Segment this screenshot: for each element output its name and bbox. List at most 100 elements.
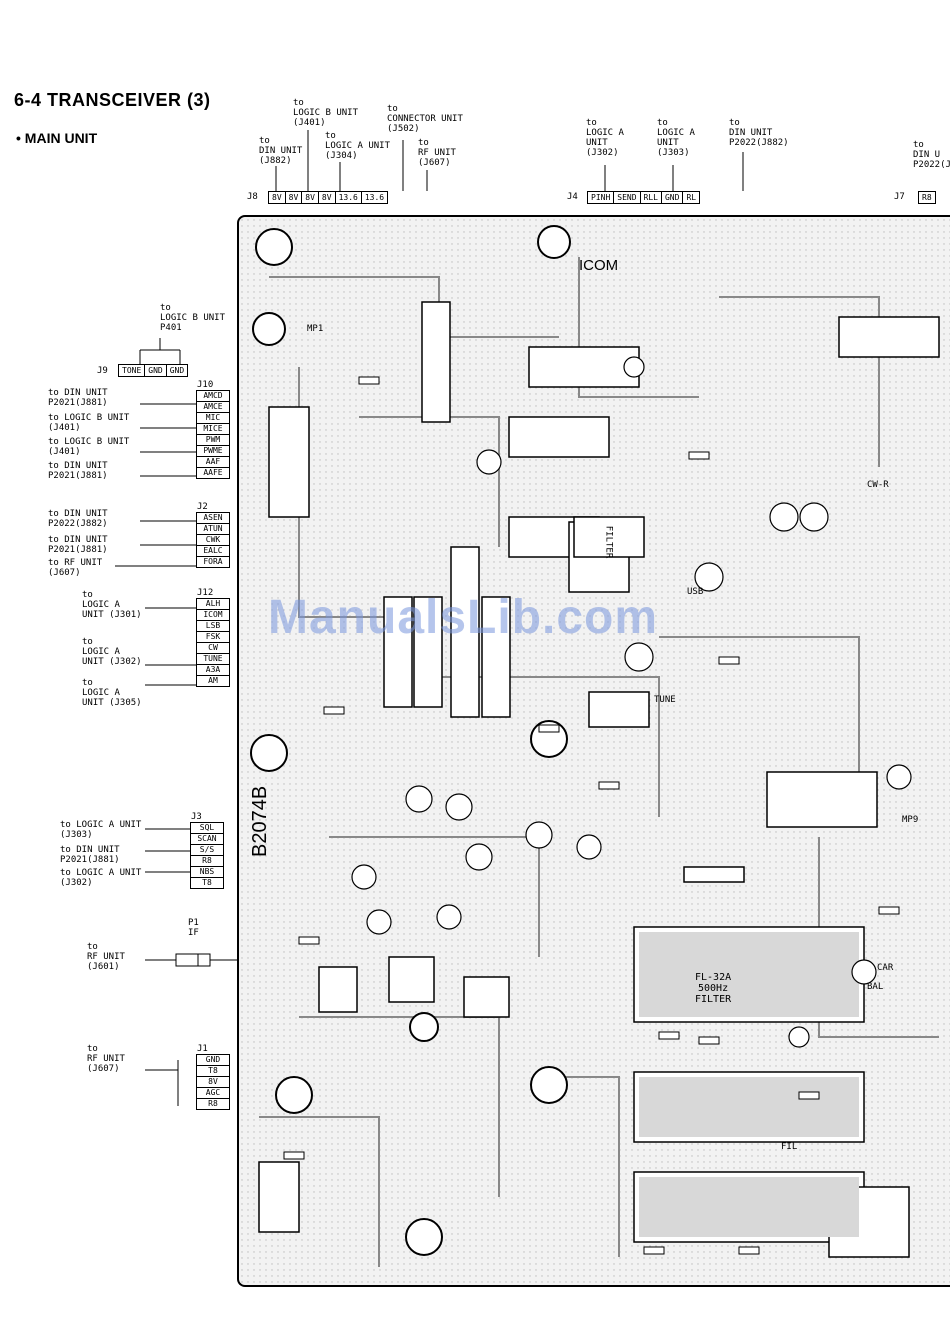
label-logic-a-j302: to LOGIC A UNIT (J302): [586, 118, 624, 158]
fil-label: FIL: [781, 1142, 798, 1152]
j12-pin: ICOM: [197, 610, 229, 621]
label-logic-a-j301: to LOGIC A UNIT (J301): [82, 590, 142, 620]
tune-label: TUNE: [654, 695, 676, 705]
label-logic-b-j401-b: to LOGIC B UNIT (J401): [48, 437, 130, 457]
filter-label-2: FILTER: [603, 525, 614, 559]
label-logic-b-j401-a: to LOGIC B UNIT (J401): [48, 413, 130, 433]
j10-pin: PWME: [197, 446, 229, 457]
label-connector-j502: to CONNECTOR UNIT (J502): [387, 104, 463, 134]
label-rf-j607-b: to RF UNIT (J607): [87, 1044, 125, 1074]
connector-j12: ALH ICOM LSB FSK CW TUNE A3A AM: [196, 598, 230, 687]
j10-name: J10: [197, 380, 214, 390]
j12-pin: TUNE: [197, 654, 229, 665]
j10-pin: AAFE: [203, 468, 223, 477]
j4-pin: SEND: [614, 192, 641, 203]
brand-logo: ICOM: [579, 257, 619, 274]
j10-pin: AMCD: [197, 391, 229, 402]
j4-pin: RLL: [641, 192, 662, 203]
label-logic-a-j302-c: to LOGIC A UNIT (J302): [60, 868, 142, 888]
label-logic-a-j304: to LOGIC A UNIT (J304): [325, 131, 391, 161]
j4-pin: GND: [662, 192, 684, 203]
j1-pin: GND: [197, 1055, 229, 1066]
j12-pin: ALH: [197, 599, 229, 610]
label-p1-if: P1 IF: [188, 918, 199, 938]
j8-pin: 8V: [302, 192, 319, 203]
j3-pin: R8: [191, 856, 223, 867]
car-label: CAR: [877, 963, 894, 973]
j2-name: J2: [197, 502, 208, 512]
label-din-right: to DIN U P2022(J: [913, 140, 950, 170]
j9-pin: GND: [145, 365, 167, 376]
j9-pin: TONE: [119, 365, 146, 376]
connector-j4: PINH SEND RLL GND RL: [587, 191, 701, 204]
connector-j1: GND T8 8V AGC R8: [196, 1054, 230, 1110]
j2-pin: ASEN: [197, 513, 229, 524]
j7-pin: R8: [922, 193, 932, 202]
j4-name: J4: [567, 192, 578, 202]
label-din-j881-b: to DIN UNIT P2021(J881): [48, 461, 108, 481]
j8-name: J8: [247, 192, 258, 202]
label-logic-b-p401: to LOGIC B UNIT P401: [160, 303, 226, 333]
connector-j10: AMCD AMCE MIC MICE PWM PWME AAF AAFE: [196, 390, 230, 479]
label-logic-a-j303: to LOGIC A UNIT (J303): [657, 118, 695, 158]
connector-j7: R8: [918, 191, 936, 204]
j12-pin: CW: [197, 643, 229, 654]
label-logic-b-j401: to LOGIC B UNIT (J401): [293, 98, 359, 128]
label-din-j882: to DIN UNIT (J882): [259, 136, 303, 166]
bal-label: BAL: [867, 982, 884, 992]
j10-pin: AMCE: [197, 402, 229, 413]
j4-pin: RL: [686, 193, 697, 202]
j9-pin: GND: [169, 366, 185, 375]
j3-name: J3: [191, 812, 202, 822]
label-rf-j607-a: to RF UNIT (J607): [48, 558, 103, 578]
j2-pin: EALC: [197, 546, 229, 557]
j8-pin: 8V: [286, 192, 303, 203]
j8-pin: 13.6: [364, 193, 385, 202]
pcb-layout: [239, 217, 950, 1285]
j7-name: J7: [894, 192, 905, 202]
j1-pin: R8: [208, 1099, 218, 1108]
connector-j3: SQL SCAN S/S R8 NBS T8: [190, 822, 224, 889]
j1-pin: 8V: [197, 1077, 229, 1088]
j12-pin: A3A: [197, 665, 229, 676]
j3-pin: SCAN: [191, 834, 223, 845]
j3-pin: S/S: [191, 845, 223, 856]
label-logic-a-j302-b: to LOGIC A UNIT (J302): [82, 637, 142, 667]
j8-pin: 8V: [269, 192, 286, 203]
cwr-label: CW-R: [867, 480, 889, 490]
j1-pin: AGC: [197, 1088, 229, 1099]
j3-pin: SQL: [191, 823, 223, 834]
label-din-j881-c: to DIN UNIT P2021(J881): [48, 535, 108, 555]
connector-j2: ASEN ATUN CWK EALC FORA: [196, 512, 230, 568]
j10-pin: MICE: [197, 424, 229, 435]
j2-pin: ATUN: [197, 524, 229, 535]
j9-name: J9: [97, 366, 108, 376]
j12-pin: LSB: [197, 621, 229, 632]
label-din-p2022: to DIN UNIT P2022(J882): [729, 118, 789, 148]
page-subtitle: • MAIN UNIT: [16, 130, 98, 146]
j4-pin: PINH: [588, 192, 615, 203]
j3-pin: NBS: [191, 867, 223, 878]
label-din-j881-a: to DIN UNIT P2021(J881): [48, 388, 108, 408]
j12-pin: AM: [208, 676, 218, 685]
label-logic-a-j305: to LOGIC A UNIT (J305): [82, 678, 142, 708]
connector-j9: TONE GND GND: [118, 364, 189, 377]
filter-label: FL-32A 500Hz FILTER: [695, 972, 732, 1005]
j10-pin: AAF: [197, 457, 229, 468]
j2-pin: FORA: [203, 557, 223, 566]
page-title: 6-4 TRANSCEIVER (3): [14, 90, 211, 110]
j10-pin: PWM: [197, 435, 229, 446]
j1-pin: T8: [197, 1066, 229, 1077]
usb-label: USB: [687, 587, 704, 597]
j8-pin: 8V: [319, 192, 336, 203]
label-rf-j607: to RF UNIT (J607): [418, 138, 456, 168]
j8-pin: 13.6: [336, 192, 362, 203]
watermark: ManualsLib.com: [268, 591, 659, 644]
connector-j8: 8V 8V 8V 8V 13.6 13.6: [268, 191, 389, 204]
j2-pin: CWK: [197, 535, 229, 546]
label-rf-j601: to RF UNIT (J601): [87, 942, 125, 972]
board-id: B2074B: [249, 785, 271, 857]
label-din-j881-d: to DIN UNIT P2021(J881): [60, 845, 120, 865]
pcb-board: ICOM B2074B FL-32A 500Hz FILTER FILTER M…: [237, 215, 950, 1287]
